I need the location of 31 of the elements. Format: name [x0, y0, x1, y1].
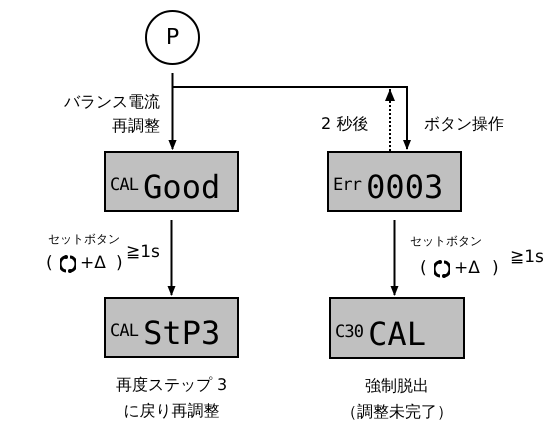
label-text: ) — [492, 257, 499, 280]
caption-text: 再度ステップ 3に戻り再調整 — [114, 374, 228, 422]
display-text: CAL — [110, 175, 138, 195]
lcd-display — [329, 297, 465, 359]
edge-label: セットボタン — [410, 233, 482, 250]
display-text: CAL — [110, 321, 138, 341]
edge-label: 2 秒後 — [321, 113, 368, 135]
label-text: ( — [46, 252, 53, 275]
arrow — [168, 220, 176, 296]
caption-text: 強制脱出 — [364, 375, 430, 397]
display-text: StP3 — [143, 313, 220, 353]
label-text: ( — [420, 257, 427, 280]
label-text: ) — [116, 252, 123, 275]
display-text: 0003 — [366, 167, 444, 207]
display-text: Err — [333, 175, 362, 195]
display-text: Good — [143, 167, 220, 207]
label-text: +Δ — [80, 252, 106, 275]
lcd-display — [327, 151, 462, 212]
label-text: ≧1s — [510, 246, 544, 269]
edge-label: ボタン操作 — [424, 113, 504, 135]
lcd-display — [104, 151, 239, 212]
display-text: C30 — [335, 322, 364, 342]
lcd-display — [104, 297, 239, 358]
label-text: ≧1s — [126, 241, 160, 264]
edge-label: バランス電流再調整 — [63, 91, 160, 137]
arrow — [390, 220, 398, 296]
display-text: CAL — [368, 314, 426, 354]
caption-text: （調整未完了） — [340, 401, 454, 423]
edge-label: セットボタン — [48, 231, 120, 248]
label-text: +Δ — [454, 257, 480, 280]
arrow — [168, 73, 176, 150]
